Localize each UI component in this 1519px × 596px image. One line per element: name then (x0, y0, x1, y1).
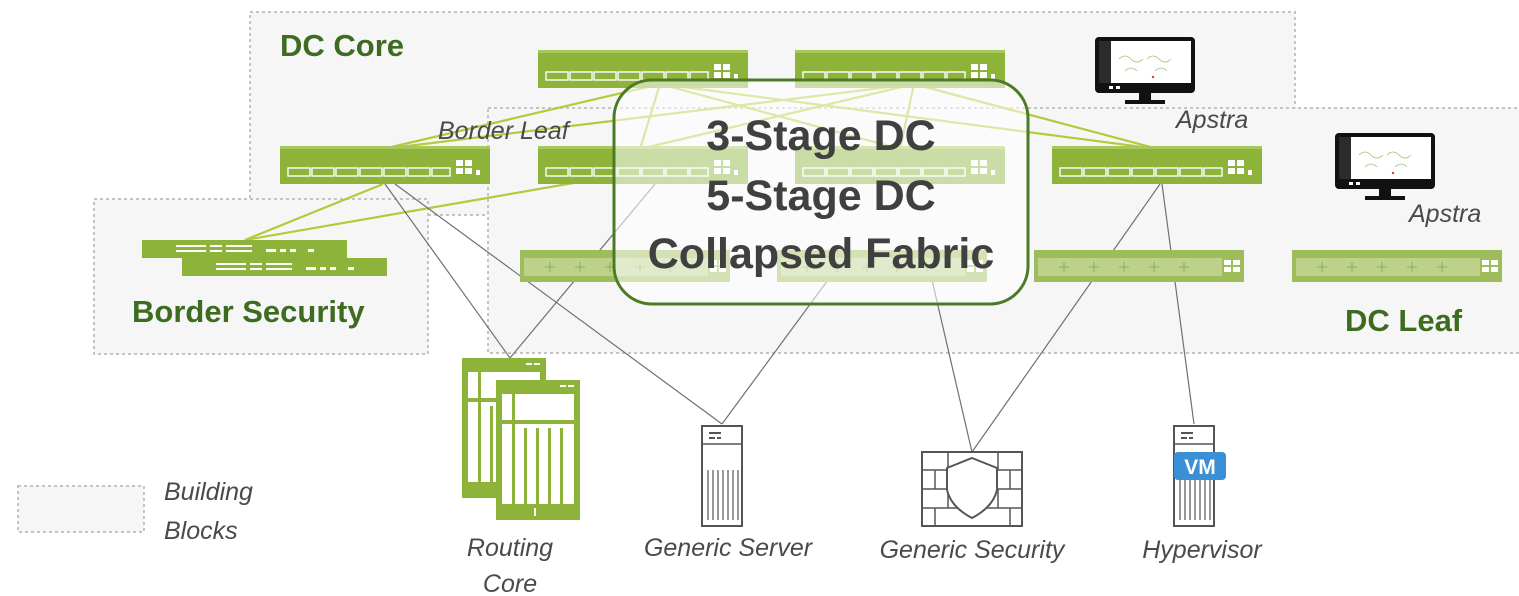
vm-badge-label: VM (1184, 456, 1216, 479)
legend-label-2: Blocks (164, 517, 238, 545)
border-firewall-1 (142, 240, 347, 258)
hypervisor-label: Hypervisor (1142, 536, 1263, 564)
border-security-block (93, 198, 429, 355)
leaf-switch-3 (1052, 146, 1262, 184)
border-leaf-switch (280, 146, 490, 184)
border-firewall-2 (182, 258, 387, 276)
overlay-line-2: 5-Stage DC (706, 172, 935, 220)
generic-server-label: Generic Server (644, 534, 814, 562)
access-switch-4 (1292, 250, 1502, 282)
dc-core-title: DC Core (280, 28, 404, 63)
legend-swatch (17, 485, 145, 533)
generic-server-icon (701, 425, 743, 527)
shield-icon (946, 456, 998, 520)
border-security-title: Border Security (132, 294, 365, 329)
access-switch-3 (1034, 250, 1244, 282)
fabric-types-panel (612, 78, 1030, 306)
overlay-line-3: Collapsed Fabric (648, 230, 994, 278)
apstra-label-2: Apstra (1407, 200, 1481, 228)
legend-label-1: Building (164, 478, 253, 506)
routing-core-label-1: Routing (467, 534, 553, 562)
routing-core-chassis-icon-2 (496, 380, 580, 520)
generic-security-label: Generic Security (880, 536, 1066, 564)
apstra-label: Apstra (1174, 106, 1248, 134)
dc-leaf-title: DC Leaf (1345, 303, 1463, 338)
border-leaf-label: Border Leaf (438, 117, 572, 145)
overlay-line-1: 3-Stage DC (706, 112, 935, 160)
firewall-icon (921, 451, 1023, 527)
vm-badge (1174, 452, 1226, 480)
routing-core-label-2: Core (483, 570, 537, 596)
